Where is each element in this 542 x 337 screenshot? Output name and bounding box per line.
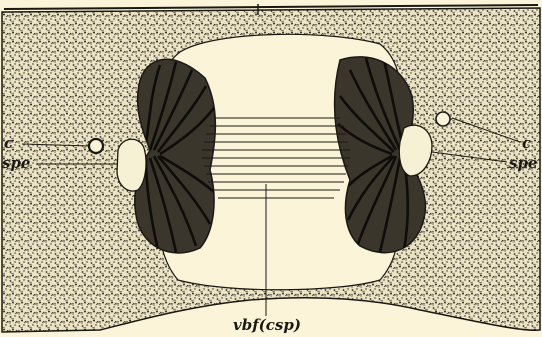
label-vbf: vbf(csp) — [233, 318, 301, 333]
label-spe-left: spe — [2, 156, 30, 171]
label-spe-right: spe — [509, 156, 537, 171]
c-left-vessel — [89, 139, 103, 153]
c-right-vessel — [436, 112, 450, 126]
label-c-right: c — [522, 136, 531, 151]
spe-left-body — [117, 139, 146, 191]
left-fibre-lobe — [135, 59, 216, 253]
label-c-left: c — [4, 136, 13, 151]
